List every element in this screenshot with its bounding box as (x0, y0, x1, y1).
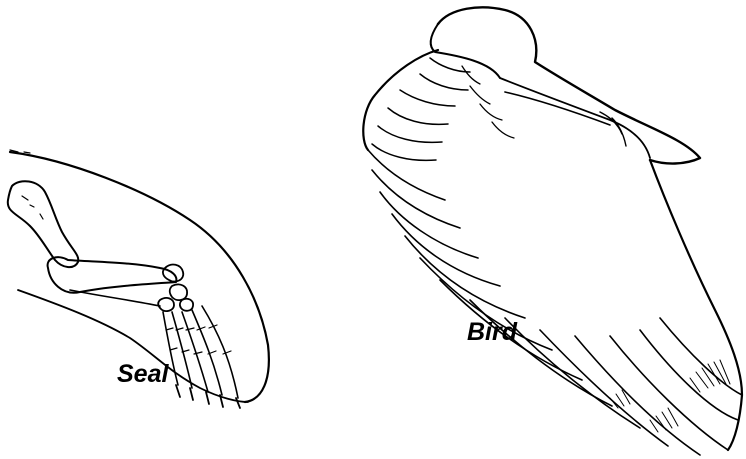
bird-label: Bird (467, 320, 517, 345)
seal-label: Seal (117, 362, 168, 387)
bird-wing-icon (363, 7, 742, 455)
